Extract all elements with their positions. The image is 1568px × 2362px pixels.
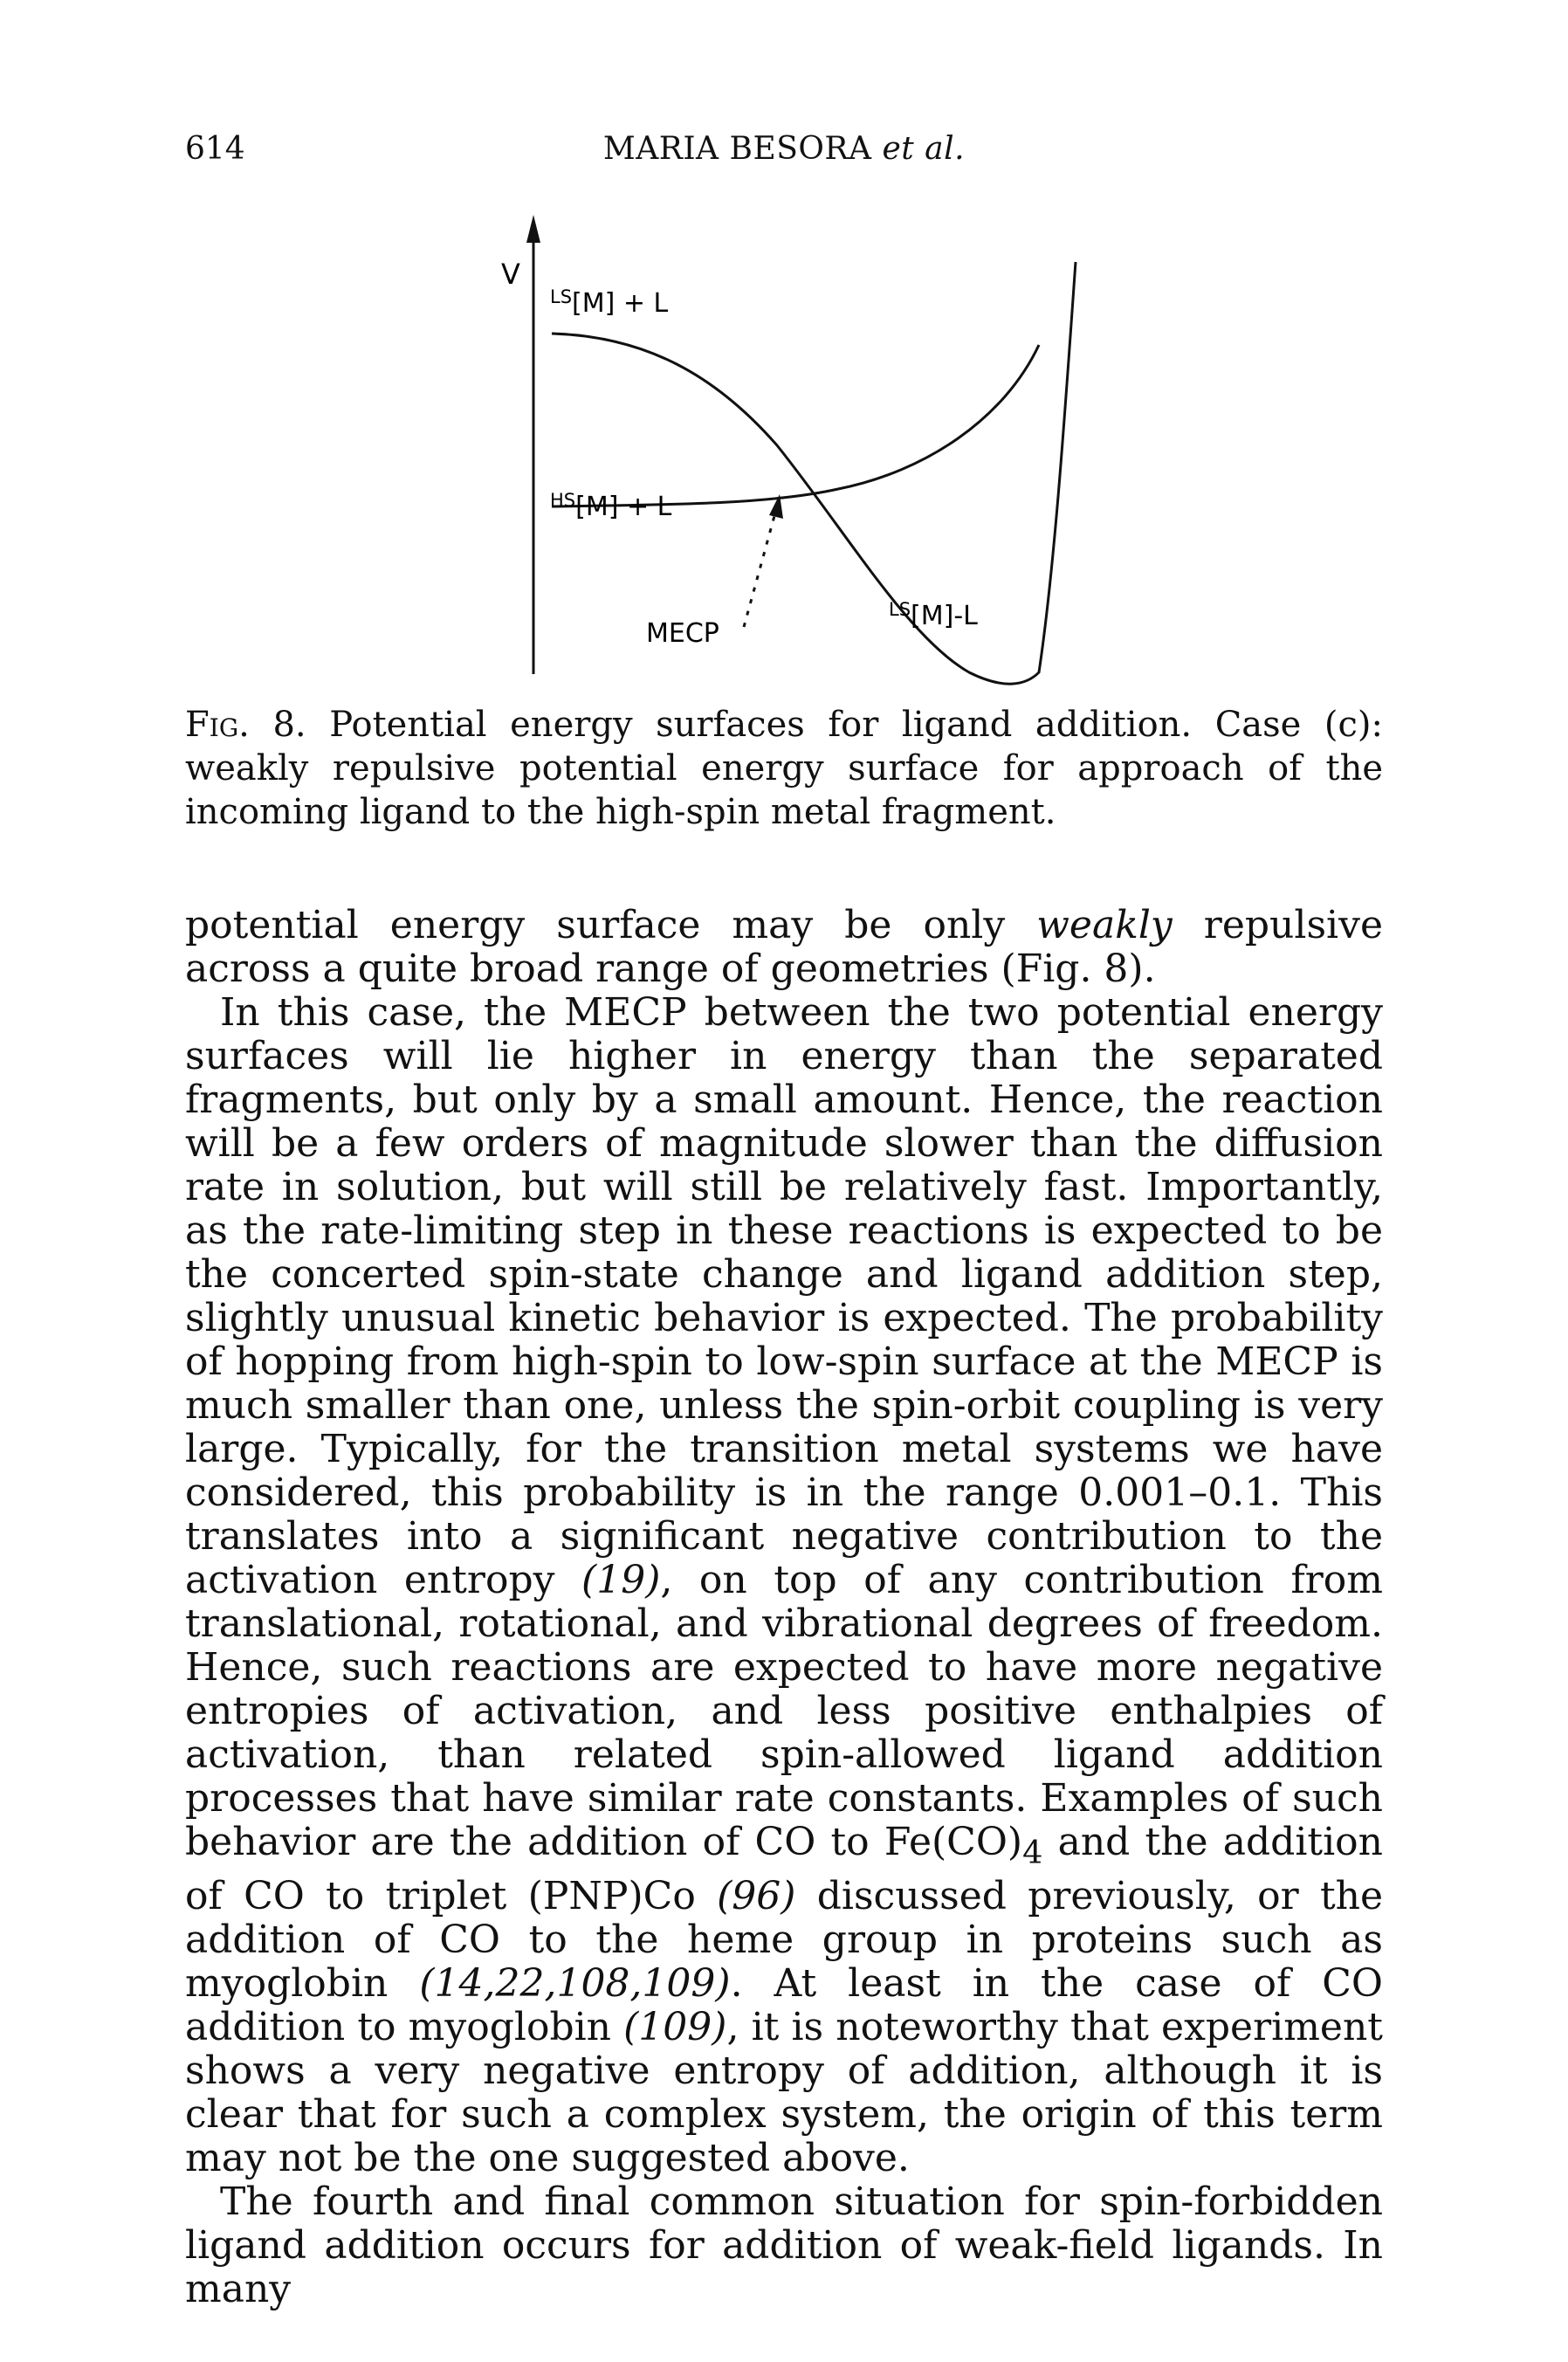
mecp-arrow-shaft xyxy=(742,506,779,628)
paragraph-3: The fourth and final common situation fo… xyxy=(185,2179,1383,2311)
page-number: 614 xyxy=(185,131,245,167)
p1-emphasis: weakly xyxy=(1036,903,1173,947)
p2-citation-3: (14,22,108,109) xyxy=(419,1960,731,2006)
page-header: 614 MARIA BESORA et al. xyxy=(0,131,1568,183)
ls-surface-curve xyxy=(551,261,1077,685)
label-lsml-sup: LS xyxy=(889,599,911,620)
caption-label: Fig. 8. xyxy=(185,705,306,745)
label-ls-main: [M] + L xyxy=(572,288,669,319)
mecp-arrowhead xyxy=(769,494,783,519)
axis-arrowhead xyxy=(526,215,540,243)
p2-text-f: , it is noteworthy that experiment shows… xyxy=(185,2004,1383,2180)
label-hs-ml: HS[M] + L xyxy=(550,490,672,522)
hs-surface-curve xyxy=(551,344,1041,508)
p2-text-d: discussed previously, or the addition of… xyxy=(185,1873,1384,2006)
label-hs-main: [M] + L xyxy=(575,492,672,522)
paragraph-1: potential energy surface may be only wea… xyxy=(185,904,1383,991)
running-head-author: MARIA BESORA xyxy=(602,131,872,167)
running-head-etal: et al. xyxy=(882,131,966,167)
caption-text: Potential energy surfaces for ligand add… xyxy=(185,705,1384,832)
label-mecp: MECP xyxy=(646,618,719,649)
p2-citation-4: (109) xyxy=(623,2004,727,2049)
p2-citation-1: (19) xyxy=(581,1558,661,1602)
p2-citation-2: (96) xyxy=(717,1873,796,1918)
paragraph-2: In this case, the MECP between the two p… xyxy=(185,991,1383,2180)
label-ls-m-l: LS[M]-L xyxy=(889,599,978,631)
potential-energy-figure: V LS[M] + L HS[M] + L MECP LS[M]-L xyxy=(501,215,1077,685)
p2-text-a: In this case, the MECP between the two p… xyxy=(185,990,1383,1602)
axis-label-v: V xyxy=(501,258,520,291)
p2-subscript: 4 xyxy=(1022,1833,1043,1871)
figure-caption: Fig. 8. Potential energy surfaces for li… xyxy=(185,703,1383,834)
running-head: MARIA BESORA et al. xyxy=(0,131,1568,167)
p2-text-c: and the addition of CO to triplet (PNP)C… xyxy=(185,1820,1383,1918)
label-ls-sup: LS xyxy=(550,286,572,307)
body-text: potential energy surface may be only wea… xyxy=(185,904,1383,2311)
p1-text-b: repulsive across a quite broad range of … xyxy=(185,903,1384,991)
p1-text-a: potential energy surface may be only xyxy=(185,903,1037,947)
label-lsml-main: [M]-L xyxy=(911,601,978,631)
label-hs-sup: HS xyxy=(550,490,575,511)
p2-text-e: . At least in the case of CO addition to… xyxy=(185,1960,1383,2049)
label-ls-ml: LS[M] + L xyxy=(550,286,669,319)
p2-text-b: , on top of any contribution from transl… xyxy=(185,1558,1383,1864)
